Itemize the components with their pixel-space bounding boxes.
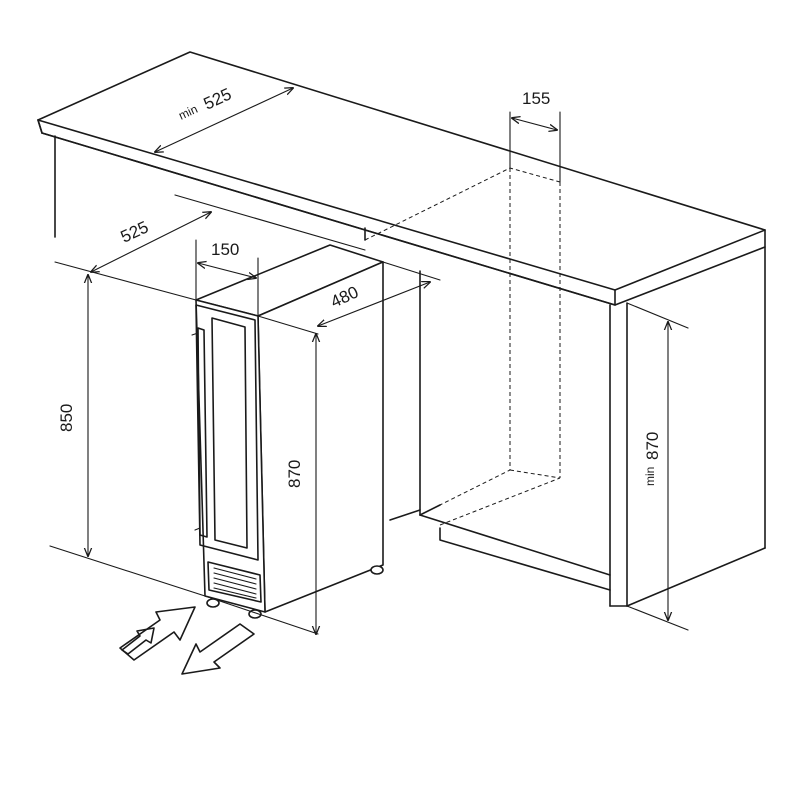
dim-niche-height-prefix: min	[643, 467, 657, 486]
dim-gap-width-value: 155	[522, 89, 550, 108]
vent-grille	[207, 561, 262, 603]
dim-width-value: 150	[211, 240, 239, 259]
dim-width: 150	[195, 239, 259, 317]
door-glass	[211, 317, 248, 549]
foot-back-right	[370, 565, 384, 575]
dim-niche-height-value: 870	[643, 432, 662, 460]
dim-height-left: 850	[49, 275, 319, 635]
dim-height-unit: 870	[285, 334, 316, 634]
door-handle	[197, 327, 208, 538]
cabinet-niche	[364, 167, 766, 607]
dim-gap-width: 155	[509, 89, 561, 183]
countertop	[37, 51, 766, 306]
wine-cooler	[191, 244, 384, 619]
dim-depth-value: 525	[118, 217, 152, 246]
dim-height-left-value: 850	[57, 404, 76, 432]
airflow-arrows	[119, 606, 255, 675]
left-wall-panel	[54, 135, 366, 241]
dim-height-unit-value: 870	[285, 460, 304, 488]
dim-niche-height: min 870	[626, 302, 689, 631]
